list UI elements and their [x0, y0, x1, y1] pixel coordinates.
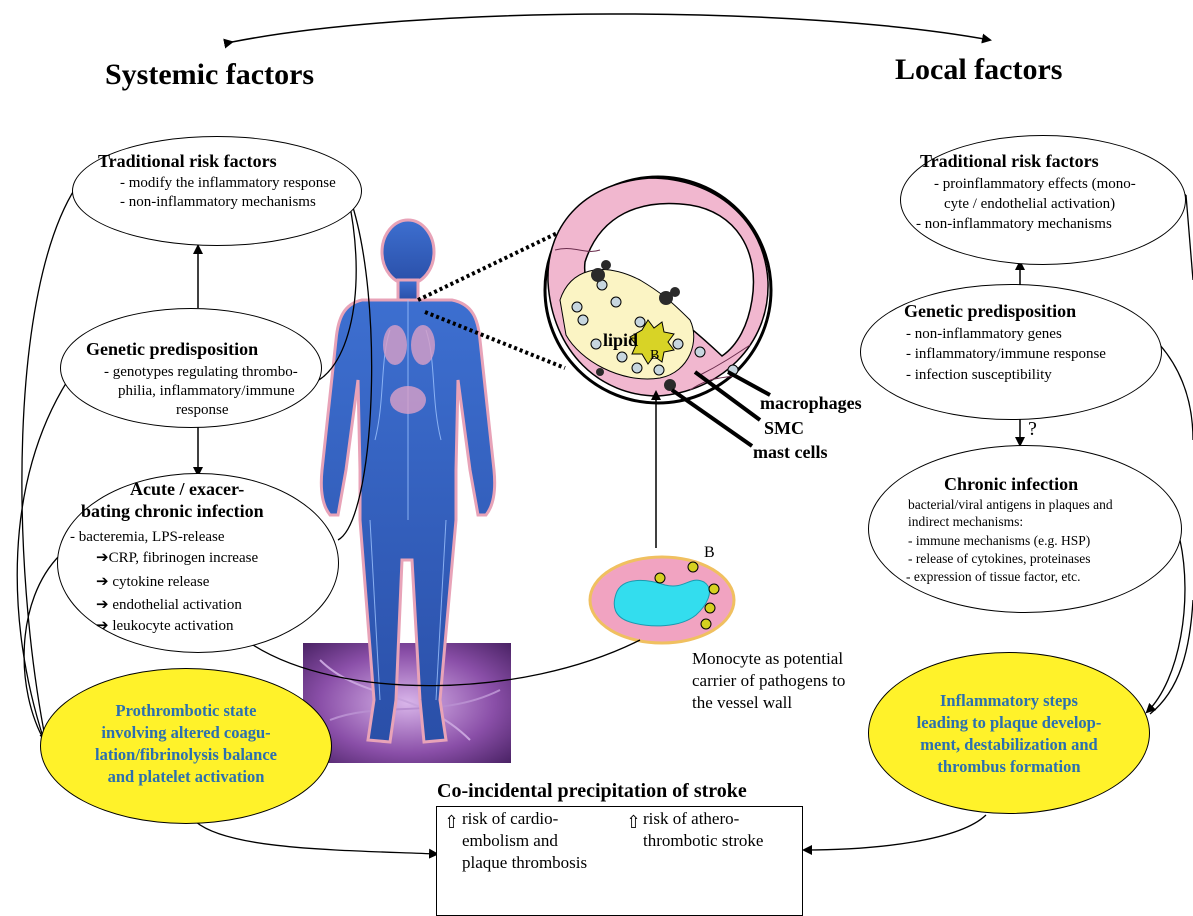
- systemic-traditional-line: - non-inflammatory mechanisms: [120, 193, 316, 212]
- monocyte-caption-line: carrier of pathogens to: [692, 670, 845, 692]
- vessel-bacteria-label: B: [650, 348, 659, 364]
- acute-infection-line: - bacteremia, LPS-release: [70, 528, 225, 547]
- local-traditional-title: Traditional risk factors: [920, 150, 1099, 172]
- stroke-right-risk: risk of athero- thrombotic stroke: [643, 808, 763, 852]
- acute-infection-title: Acute / exacer-: [130, 478, 244, 500]
- local-traditional-line: - non-inflammatory mechanisms: [916, 215, 1112, 234]
- acute-infection-title: bating chronic infection: [81, 500, 264, 522]
- inflammatory-line: leading to plaque develop-: [878, 712, 1140, 734]
- systemic-traditional-line: - modify the inflammatory response: [120, 174, 336, 193]
- prothrombotic-line: involving altered coagu-: [40, 722, 332, 744]
- mast-cells-label: mast cells: [753, 442, 827, 463]
- local-genetic-line: - non-inflammatory genes: [906, 325, 1062, 344]
- chronic-infection-title: Chronic infection: [944, 473, 1078, 495]
- systemic-genetic-line: philia, inflammatory/immune: [118, 382, 295, 401]
- up-arrow-icon: ⇧: [444, 812, 459, 833]
- prothrombotic-line: lation/fibrinolysis balance: [40, 744, 332, 766]
- systemic-genetic-line: response: [176, 401, 229, 420]
- stroke-left-line: embolism and: [462, 830, 587, 852]
- inflammatory-line: ment, destabilization and: [878, 734, 1140, 756]
- acute-infection-line: ➔ leukocyte activation: [96, 617, 234, 636]
- stroke-title: Co-incidental precipitation of stroke: [437, 780, 747, 803]
- question-mark: ?: [1028, 418, 1037, 441]
- chronic-infection-line: indirect mechanisms:: [908, 513, 1023, 530]
- prothrombotic-line: Prothrombotic state: [40, 700, 332, 722]
- inflammatory-line: thrombus formation: [878, 756, 1140, 778]
- acute-infection-line: ➔CRP, fibrinogen increase: [96, 549, 258, 568]
- stroke-left-risk: risk of cardio- embolism and plaque thro…: [462, 808, 587, 874]
- monocyte-bacteria-label: B: [704, 544, 715, 562]
- acute-infection-line: ➔ endothelial activation: [96, 596, 242, 615]
- systemic-genetic-line: - genotypes regulating thrombo-: [104, 363, 298, 382]
- local-genetic-line: - inflammatory/immune response: [906, 345, 1106, 364]
- monocyte-caption: Monocyte as potential carrier of pathoge…: [692, 648, 845, 714]
- systemic-genetic-title: Genetic predisposition: [86, 338, 258, 360]
- local-traditional-line: cyte / endothelial activation): [944, 195, 1115, 214]
- systemic-factors-heading: Systemic factors: [105, 58, 314, 92]
- vessel-cross-section: [545, 177, 771, 403]
- acute-infection-line: ➔ cytokine release: [96, 573, 209, 592]
- monocyte-caption-line: Monocyte as potential: [692, 648, 845, 670]
- local-genetic-title: Genetic predisposition: [904, 300, 1076, 322]
- macrophages-label: macrophages: [760, 393, 862, 414]
- figure-background-pad: [303, 643, 511, 763]
- local-factors-heading: Local factors: [895, 53, 1062, 87]
- smc-label: SMC: [764, 418, 804, 439]
- top-connector-arrow: [232, 14, 990, 42]
- chronic-infection-line: - release of cytokines, proteinases: [908, 550, 1091, 567]
- up-arrow-icon: ⇧: [626, 812, 641, 833]
- stroke-right-line: thrombotic stroke: [643, 830, 763, 852]
- local-genetic-line: - infection susceptibility: [906, 366, 1052, 385]
- prothrombotic-line: and platelet activation: [40, 766, 332, 788]
- chronic-infection-line: - expression of tissue factor, etc.: [906, 568, 1081, 585]
- lipid-label: lipid: [603, 330, 638, 351]
- systemic-traditional-title: Traditional risk factors: [98, 150, 277, 172]
- chronic-infection-line: bacterial/viral antigens in plaques and: [908, 496, 1113, 513]
- inflammatory-steps-text: Inflammatory steps leading to plaque dev…: [878, 690, 1140, 778]
- chronic-infection-line: - immune mechanisms (e.g. HSP): [908, 532, 1090, 549]
- prothrombotic-state-text: Prothrombotic state involving altered co…: [40, 700, 332, 788]
- monocyte-caption-line: the vessel wall: [692, 692, 845, 714]
- inflammatory-line: Inflammatory steps: [878, 690, 1140, 712]
- stroke-left-line: plaque thrombosis: [462, 852, 587, 874]
- stroke-right-line: risk of athero-: [643, 808, 763, 830]
- stroke-left-line: risk of cardio-: [462, 808, 587, 830]
- monocyte-illustration: [590, 557, 734, 643]
- local-traditional-line: - proinflammatory effects (mono-: [934, 175, 1136, 194]
